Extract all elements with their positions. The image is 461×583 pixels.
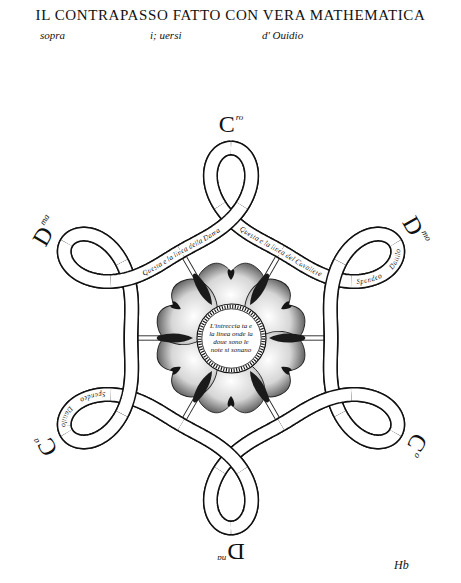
title: IL CONTRAPASSO FATTO CON VERA MATHEMATIC… [36, 7, 426, 24]
band-piece [66, 414, 121, 442]
petal-slit [269, 333, 305, 342]
band-label: Spondeo [356, 271, 383, 286]
band-edge [64, 243, 111, 281]
band-edge [281, 395, 351, 425]
position-suffix: ro [236, 112, 244, 122]
band-edge [340, 234, 395, 262]
position-suffix: mo [420, 228, 434, 243]
position-suffix: na [217, 554, 226, 564]
band-edge [66, 414, 121, 442]
band-ground [66, 234, 121, 262]
inscription: Hb [394, 559, 409, 572]
band-edge [181, 425, 242, 471]
band-label: Questa e la linea del Cavaliere [238, 224, 324, 279]
petal-slit [246, 271, 272, 307]
band-edge [210, 470, 231, 528]
petal-shadow [170, 364, 183, 375]
circle-hatching [199, 306, 263, 370]
petal-slit [190, 271, 216, 307]
band-piece [330, 262, 340, 338]
inscription: i; uersi [150, 29, 181, 41]
band-edge [66, 234, 121, 262]
position-letter: C [219, 111, 235, 137]
band-edge [122, 338, 132, 414]
center-circle: L'intreccia ta e la linea onde la doue s… [196, 303, 267, 374]
band-piece [340, 414, 395, 442]
band-ground [340, 414, 395, 442]
band-piece [281, 395, 351, 425]
band-ground [231, 148, 252, 206]
band-ground [181, 425, 242, 471]
band-ground [64, 148, 398, 528]
band-piece [351, 395, 398, 433]
band-ground [351, 395, 398, 433]
band-ground [64, 243, 111, 281]
band-ground [111, 251, 181, 281]
inscription: sopra [40, 29, 65, 41]
band-edge [64, 148, 398, 528]
band-piece [181, 206, 242, 252]
position-letter: C [402, 429, 433, 456]
band-edge [210, 148, 231, 206]
band-edge [231, 470, 252, 528]
petal-shadow [228, 396, 235, 407]
band-piece [181, 425, 242, 471]
band-edge [340, 414, 395, 442]
inscription: d' Ouidio [262, 29, 303, 41]
band-label: Dattilo [60, 404, 76, 427]
band-edge [330, 262, 340, 338]
circle-text: L'intreccia ta e la linea onde la doue s… [208, 322, 254, 354]
petal-shadow [228, 269, 235, 280]
band-piece [340, 234, 395, 262]
band-piece [231, 148, 252, 206]
position-mark: Co [401, 430, 433, 461]
circle-rim [197, 304, 266, 373]
position-mark: Ca [30, 430, 62, 461]
petal-slit [246, 369, 272, 405]
band-ground [66, 414, 121, 442]
band-edge [181, 206, 242, 252]
band-ground [122, 338, 132, 414]
band-edge [231, 148, 252, 206]
band-ground [340, 234, 395, 262]
band-ground [330, 262, 340, 338]
band-label: Spondeo [78, 390, 105, 405]
band-piece [66, 234, 121, 262]
petal-slit [157, 333, 193, 342]
band-label: Dattilo [386, 249, 402, 272]
band [64, 148, 398, 528]
band-piece [210, 470, 231, 528]
band-ground [210, 148, 231, 206]
position-mark: Dna [217, 540, 244, 564]
band-edge [351, 395, 398, 433]
circle-inner-rim [201, 308, 260, 367]
position-mark: Cro [219, 112, 244, 136]
band-piece [210, 148, 231, 206]
band-piece [111, 251, 181, 281]
petal-shadow [280, 301, 293, 312]
band-ground [210, 470, 231, 528]
band-ground [281, 395, 351, 425]
petal-shadow [280, 364, 293, 375]
band-ground [231, 470, 252, 528]
band-piece [64, 243, 111, 281]
petal-slit [190, 369, 216, 405]
position-letter: D [227, 539, 244, 565]
band-piece [231, 470, 252, 528]
band-ground [181, 206, 242, 252]
band-piece [122, 338, 132, 414]
petal-shadow [170, 301, 183, 312]
band-label: Questa e la linea della Dama [141, 225, 222, 277]
position-letter: D [27, 222, 58, 250]
band-edge [111, 251, 181, 281]
